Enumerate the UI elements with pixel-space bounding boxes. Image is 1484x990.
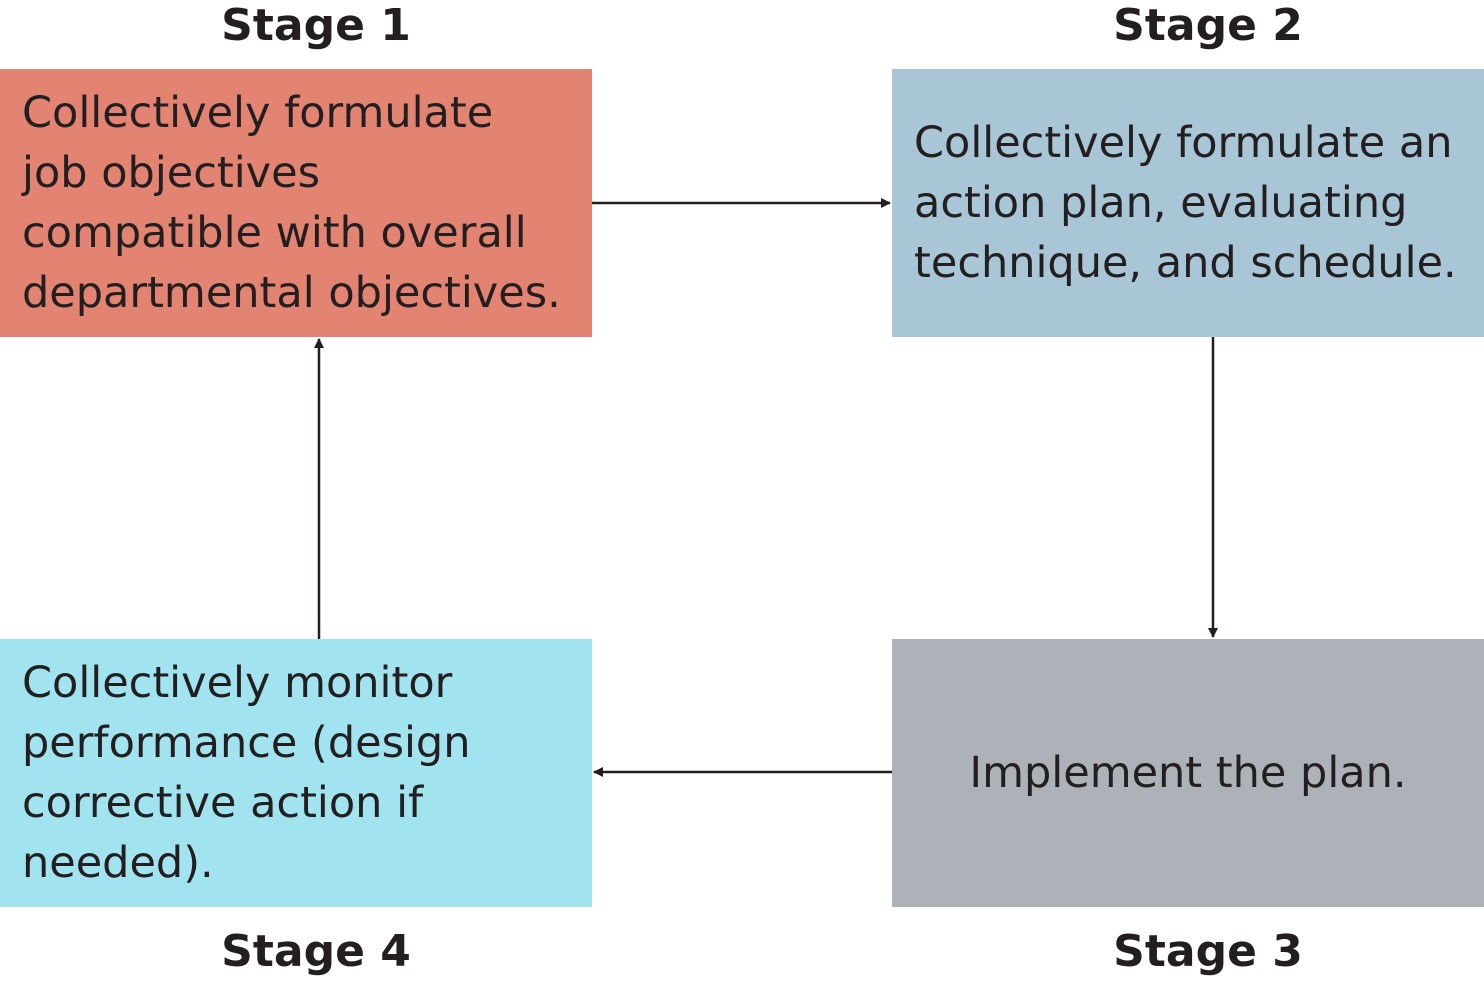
stage-4-label: Stage 4 [221,926,411,977]
stage-3-label: Stage 3 [1113,926,1303,977]
stage-2-text: Collectively formulate an action plan, e… [914,118,1457,288]
stage-4-text: Collectively monitor performance (design… [22,658,471,888]
stage-1-text: Collectively formulate job objectives co… [22,88,561,318]
stage-4-box: Collectively monitor performance (design… [0,639,592,907]
stage-1-box: Collectively formulate job objectives co… [0,69,592,337]
stage-3-box: Implement the plan. [892,639,1484,907]
stage-2-label: Stage 2 [1113,0,1303,51]
stage-2-box: Collectively formulate an action plan, e… [892,69,1484,337]
stage-3-text: Implement the plan. [969,748,1407,798]
stage-1-label: Stage 1 [221,0,411,51]
